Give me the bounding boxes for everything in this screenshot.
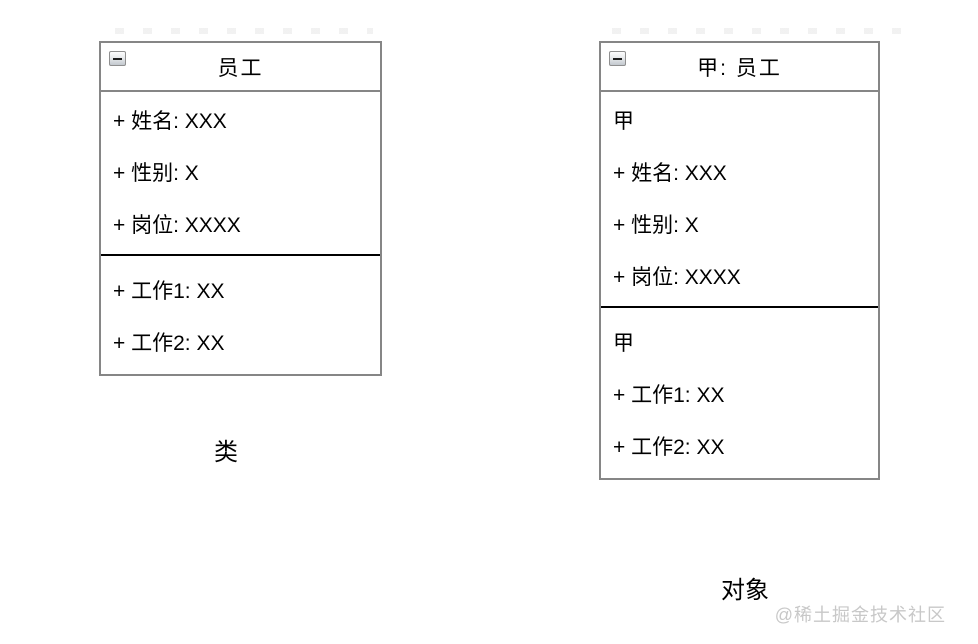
class-operations-section: + 工作1: XX + 工作2: XX <box>101 256 380 374</box>
class-caption: 类 <box>214 439 238 466</box>
object-caption: 对象 <box>721 577 769 604</box>
member-row: + 性别: X <box>113 162 199 185</box>
minus-icon <box>113 57 122 60</box>
class-section-divider <box>101 254 380 256</box>
class-title: 员工 <box>217 56 264 80</box>
class-box-header: 员工 <box>101 43 380 92</box>
member-row: + 岗位: XXXX <box>113 214 241 237</box>
object-attributes-section: 甲 + 姓名: XXX + 性别: X + 岗位: XXXX <box>601 92 878 306</box>
object-title: 甲: 员工 <box>697 56 782 80</box>
watermark-text: @稀土掘金技术社区 <box>774 605 946 625</box>
class-attributes-section: + 姓名: XXX + 性别: X + 岗位: XXXX <box>101 92 380 254</box>
object-box-header: 甲: 员工 <box>601 43 878 92</box>
member-row: + 工作1: XX <box>113 280 225 303</box>
minus-icon <box>613 57 622 60</box>
member-row: + 姓名: XXX <box>113 110 227 133</box>
object-section-divider <box>601 306 878 308</box>
member-row: 甲 <box>613 110 634 133</box>
member-row: + 工作2: XX <box>113 332 225 355</box>
selection-dashes-left <box>115 28 373 34</box>
member-row: + 工作2: XX <box>613 436 725 459</box>
member-row: 甲 <box>613 332 634 355</box>
member-row: + 性别: X <box>613 214 699 237</box>
member-row: + 姓名: XXX <box>613 162 727 185</box>
uml-object-box: 甲: 员工 甲 + 姓名: XXX + 性别: X + 岗位: XXXX 甲 + 工作1… <box>599 41 880 480</box>
selection-dashes-right <box>612 28 902 34</box>
uml-class-box: 员工 + 姓名: XXX+ 性别: X+ 岗位: XXXX + 工作1: XX+… <box>99 41 382 376</box>
collapse-button[interactable] <box>109 51 126 66</box>
collapse-button[interactable] <box>609 51 626 66</box>
member-row: + 工作1: XX <box>613 384 725 407</box>
object-operations-section: 甲 + 工作1: XX + 工作2: XX <box>601 308 878 478</box>
member-row: + 岗位: XXXX <box>613 266 741 289</box>
